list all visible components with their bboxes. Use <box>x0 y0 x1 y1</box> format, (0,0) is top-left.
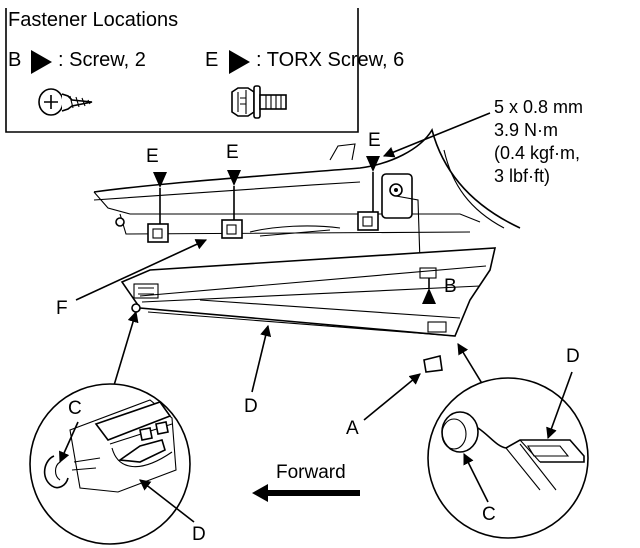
torx-screw-icon <box>231 85 287 119</box>
detail-view-left: C D <box>29 383 206 545</box>
e-socket-2 <box>221 219 243 239</box>
callout-c-left: C <box>68 398 82 419</box>
legend-letter-e: E <box>205 49 218 71</box>
e-pointer-icon <box>229 50 250 74</box>
torque-spec: 5 x 0.8 mm 3.9 N·m (0.4 kgf·m, 3 lbf·ft) <box>382 97 583 186</box>
callout-e-1: E <box>146 146 159 167</box>
callout-b: B <box>444 276 457 297</box>
fastener-legend: Fastener Locations B : Screw, 2 E : TORX… <box>5 8 404 133</box>
spec-line-lbfft: 3 lbf·ft) <box>494 166 550 186</box>
part-a-clip <box>423 355 443 373</box>
b-screw-hole <box>419 267 437 279</box>
legend-text-b: : Screw, 2 <box>58 49 146 71</box>
forward-indicator: Forward <box>252 462 360 502</box>
callout-d-main: D <box>244 396 258 417</box>
spec-line-size: 5 x 0.8 mm <box>494 97 583 117</box>
screw-icon <box>38 88 93 116</box>
callout-d-right: D <box>566 346 580 367</box>
forward-label: Forward <box>276 462 346 483</box>
e-socket-1 <box>147 223 169 243</box>
body-clip-icon <box>115 217 125 227</box>
callout-d-left: D <box>192 524 206 545</box>
callout-a: A <box>346 418 359 439</box>
forward-arrow-icon <box>252 484 360 502</box>
spec-leader-line <box>382 112 491 158</box>
callout-e-2: E <box>226 142 239 163</box>
spec-line-kgfm: (0.4 kgf·m, <box>494 143 580 163</box>
callout-f: F <box>56 298 68 319</box>
e-socket-3 <box>357 211 379 231</box>
callout-e-3: E <box>368 130 381 151</box>
detail-view-right: D C <box>427 346 589 539</box>
callout-arrows: E E E B F D A <box>56 130 487 439</box>
vehicle-body <box>93 127 521 263</box>
legend-letter-b: B <box>8 49 21 71</box>
legend-text-e: : TORX Screw, 6 <box>256 49 404 71</box>
b-pointer-icon <box>31 50 52 74</box>
sill-garnish-panel <box>120 247 497 337</box>
spec-line-nm: 3.9 N·m <box>494 120 558 140</box>
callout-c-right: C <box>482 504 496 525</box>
legend-title: Fastener Locations <box>8 9 178 31</box>
